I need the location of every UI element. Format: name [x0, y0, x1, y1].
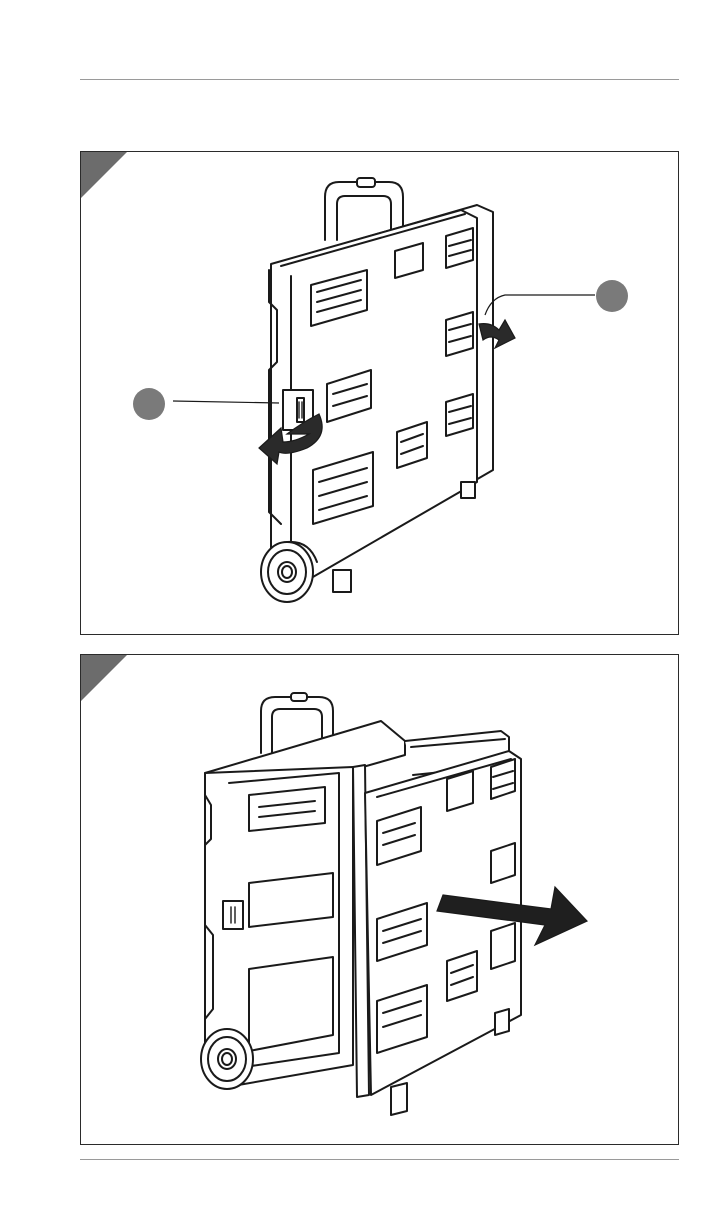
bottom-rule	[80, 1159, 679, 1160]
rotate-arrow-left	[259, 414, 322, 464]
figure-2-panel	[80, 654, 679, 1145]
callout-right	[596, 280, 628, 312]
pull-arrow	[437, 887, 587, 945]
callout-left	[133, 388, 165, 420]
figure-1-panel	[80, 151, 679, 635]
top-rule	[80, 79, 679, 80]
rotate-arrow-right	[479, 320, 515, 348]
rotate-arrows	[81, 152, 678, 634]
pull-arrow-layer	[81, 655, 678, 1144]
